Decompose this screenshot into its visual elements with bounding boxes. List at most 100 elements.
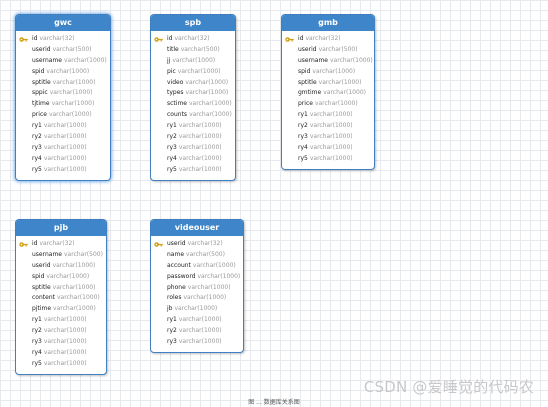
table-title[interactable]: gwc bbox=[16, 15, 110, 31]
field-type: varchar(1000) bbox=[197, 272, 241, 280]
field-type: varchar(1000) bbox=[52, 261, 96, 269]
field-type: varchar(1000) bbox=[174, 305, 218, 313]
key-icon bbox=[285, 36, 294, 43]
field-type: varchar(1000) bbox=[172, 56, 216, 64]
field-type: varchar(1000) bbox=[43, 338, 87, 346]
field-name: ry1 bbox=[167, 316, 177, 324]
field-type: varchar(1000) bbox=[192, 261, 236, 269]
field-type: varchar(1000) bbox=[43, 122, 87, 130]
field-name: pic bbox=[167, 67, 176, 75]
field-name: userid bbox=[32, 261, 51, 269]
field-name: ry3 bbox=[167, 143, 177, 151]
field-name: pjtime bbox=[32, 305, 52, 313]
field-type: varchar(1000) bbox=[314, 100, 358, 108]
field-type: varchar(32) bbox=[305, 35, 341, 42]
table-title[interactable]: spb bbox=[151, 15, 235, 31]
field-type: varchar(1000) bbox=[43, 143, 87, 151]
field-name: sptitle bbox=[32, 78, 51, 86]
field-name: ry3 bbox=[167, 338, 177, 346]
field-type: varchar(1000) bbox=[43, 154, 87, 162]
table-title[interactable]: pjb bbox=[16, 220, 106, 236]
table-title[interactable]: gmb bbox=[282, 15, 374, 31]
field-type: varchar(1000) bbox=[48, 111, 92, 119]
field-type: varchar(1000) bbox=[188, 100, 232, 108]
field-name: username bbox=[32, 56, 62, 64]
figure-caption: 图 ... 数据库关系图 bbox=[248, 399, 300, 406]
field-type: varchar(32) bbox=[187, 240, 223, 247]
field-name: ry1 bbox=[167, 122, 177, 130]
table-title[interactable]: videouser bbox=[151, 220, 243, 236]
field-name: id bbox=[32, 35, 38, 42]
field-type: varchar(500) bbox=[318, 45, 358, 53]
field-name: ry4 bbox=[32, 348, 42, 356]
field-name: name bbox=[167, 250, 185, 258]
field-name: ry4 bbox=[32, 154, 42, 162]
